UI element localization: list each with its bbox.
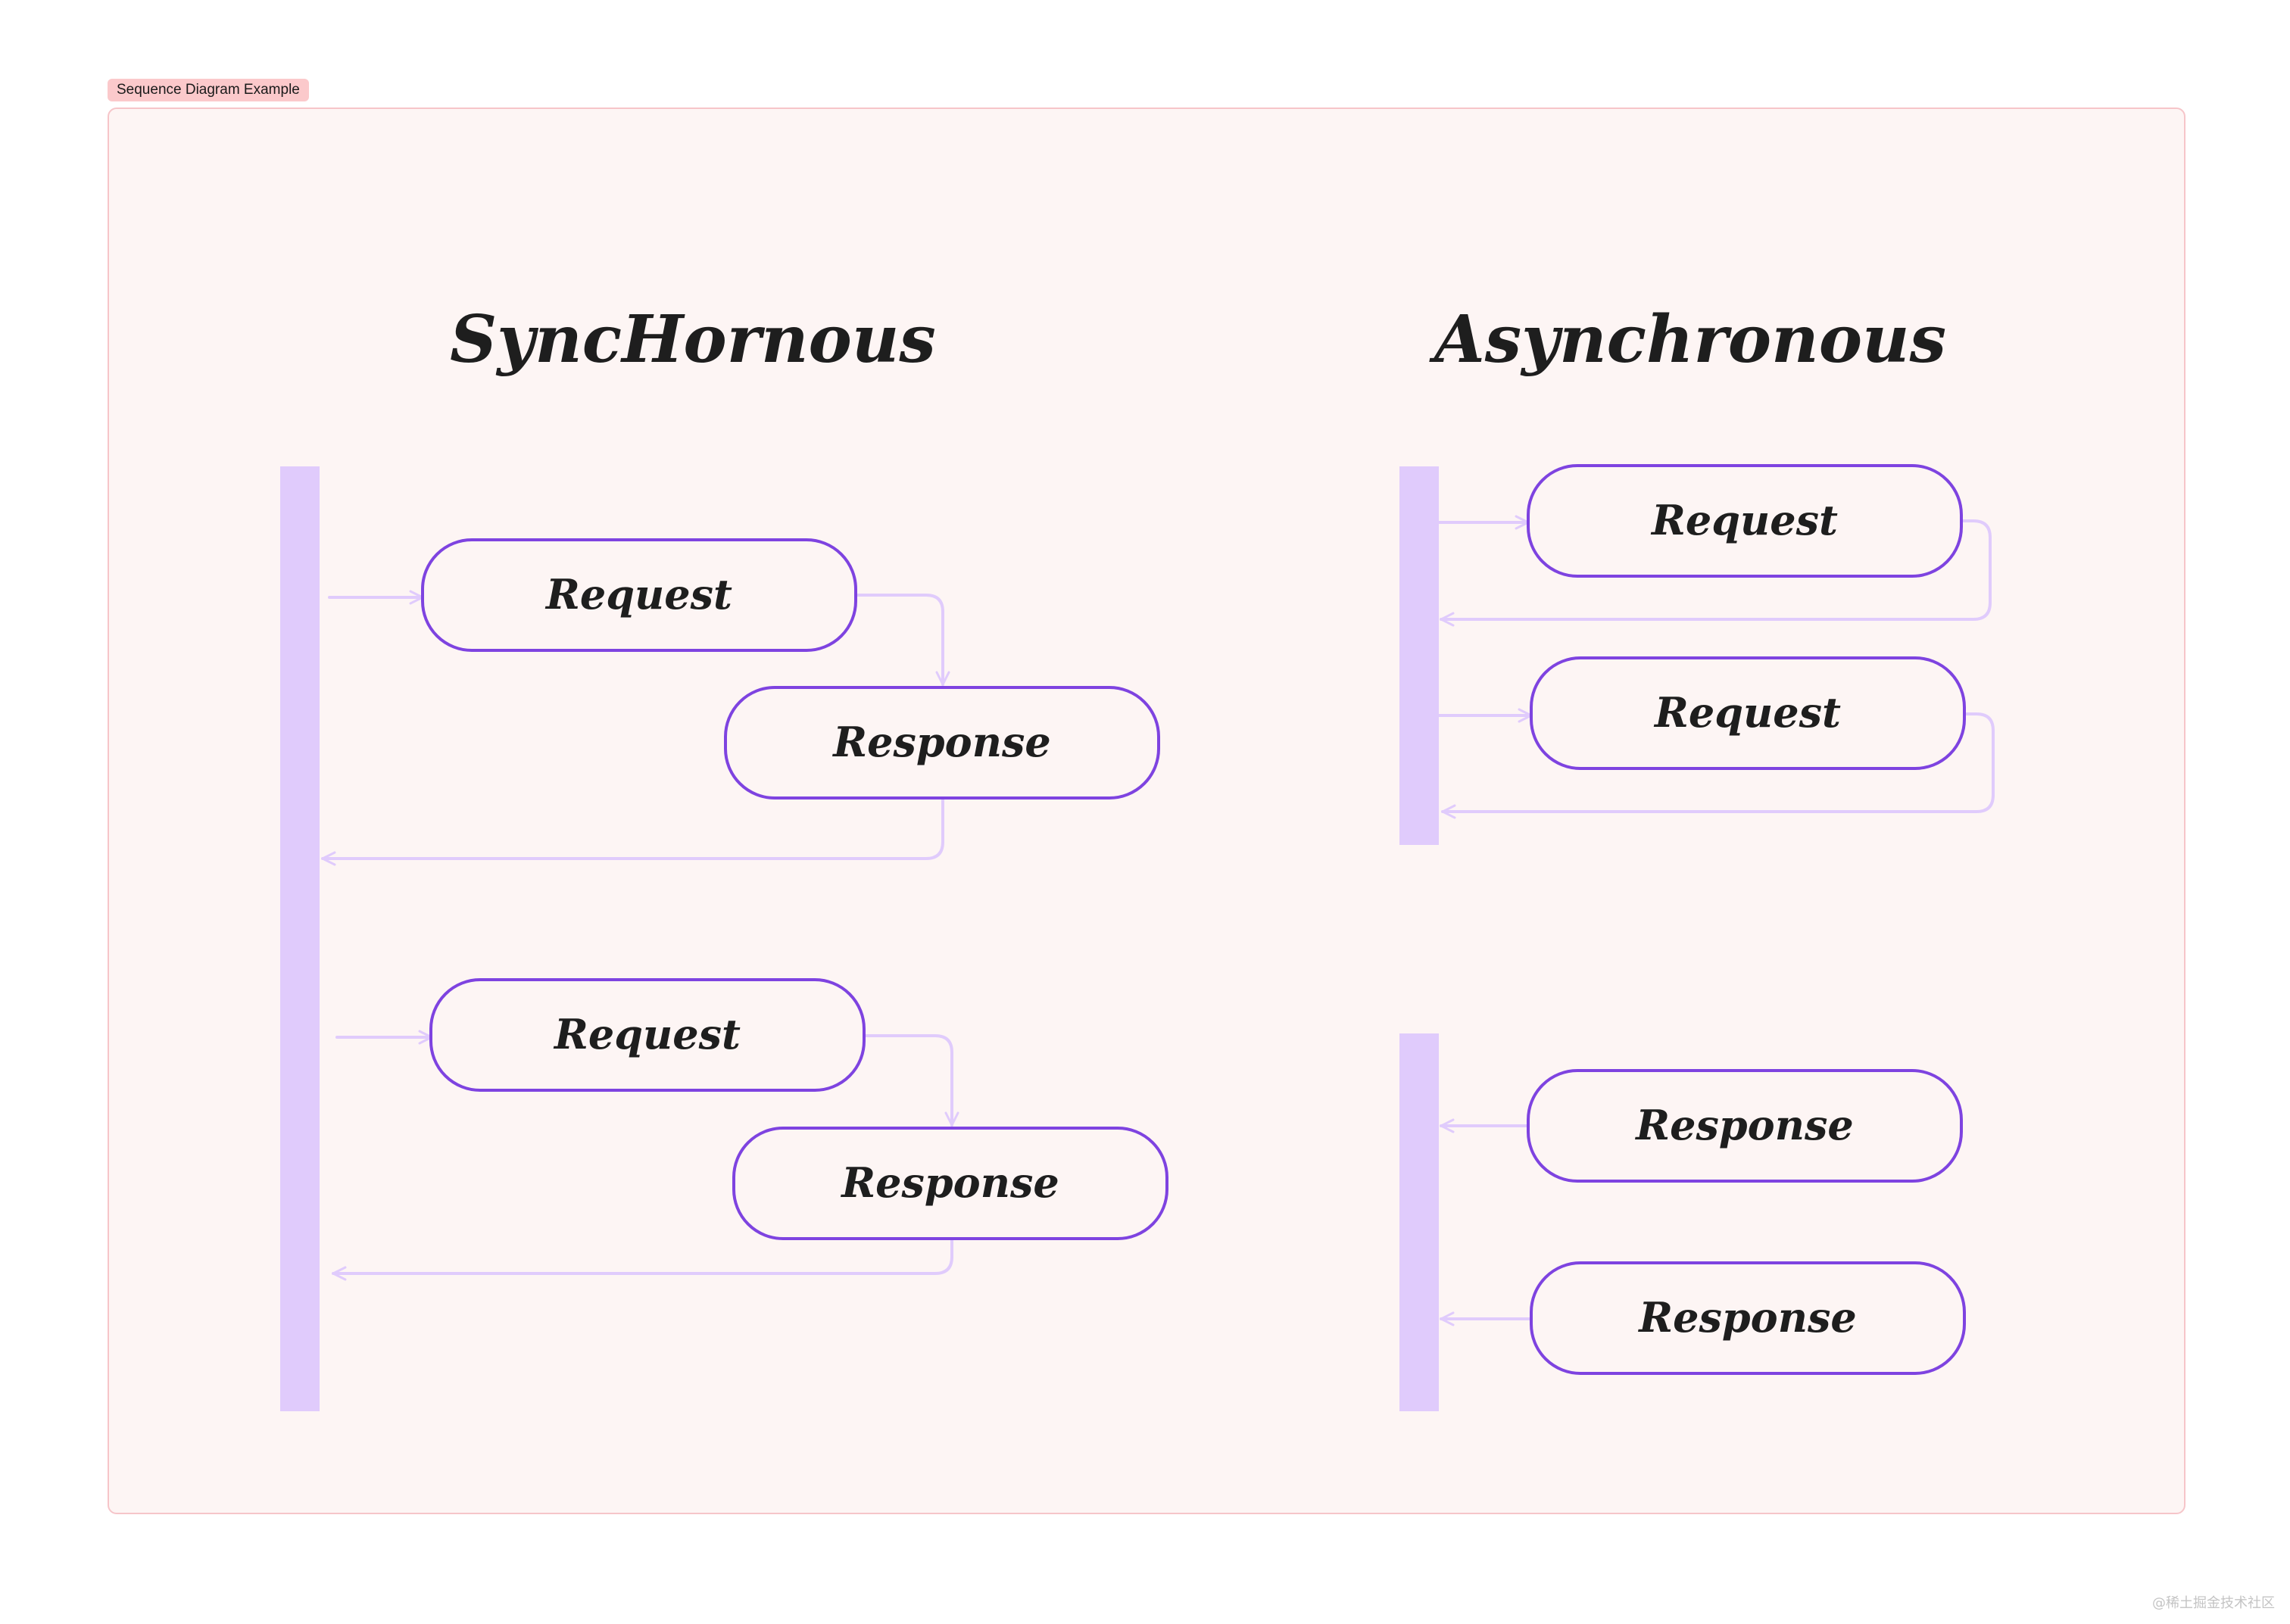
sync-forward-arrow-2 — [863, 1034, 959, 1127]
async-response-box-2[interactable] — [1530, 1261, 1966, 1375]
async-request-label-1: Request — [1650, 496, 1838, 544]
frame-label: Sequence Diagram Example — [117, 82, 300, 98]
async-loop-arrow-2 — [1441, 712, 1995, 819]
async-request-lifeline — [1399, 466, 1439, 845]
sync-lifeline — [280, 466, 320, 1411]
sync-response-box-1[interactable] — [724, 686, 1160, 800]
async-response-label-2: Response — [1637, 1293, 1856, 1342]
sync-forward-arrow-1 — [854, 594, 950, 686]
async-response-lifeline — [1399, 1033, 1439, 1411]
watermark: @稀土掘金技术社区 — [2152, 1595, 2275, 1611]
sync-request-label-1: Request — [544, 570, 732, 619]
sync-return-arrow-2 — [332, 1237, 953, 1281]
async-response-label-1: Response — [1634, 1101, 1853, 1149]
async-request-box-1[interactable] — [1527, 464, 1963, 578]
sync-request-box-2[interactable] — [429, 978, 866, 1092]
async-title: Asynchronous — [1429, 301, 1946, 378]
sync-return-arrow-1 — [321, 796, 944, 866]
async-request-box-2[interactable] — [1530, 656, 1966, 770]
frame-label-tag[interactable]: Sequence Diagram Example — [108, 79, 309, 101]
sync-request-box-1[interactable] — [421, 538, 857, 652]
async-response-box-1[interactable] — [1527, 1069, 1963, 1183]
sync-response-label-1: Response — [831, 718, 1050, 766]
async-loop-arrow-1 — [1440, 519, 1992, 627]
sync-request-label-2: Request — [553, 1010, 741, 1058]
sync-title: SyncHornous — [450, 301, 936, 378]
sync-response-label-2: Response — [840, 1158, 1059, 1207]
async-request-label-2: Request — [1653, 688, 1841, 737]
sync-response-box-2[interactable] — [732, 1127, 1168, 1240]
